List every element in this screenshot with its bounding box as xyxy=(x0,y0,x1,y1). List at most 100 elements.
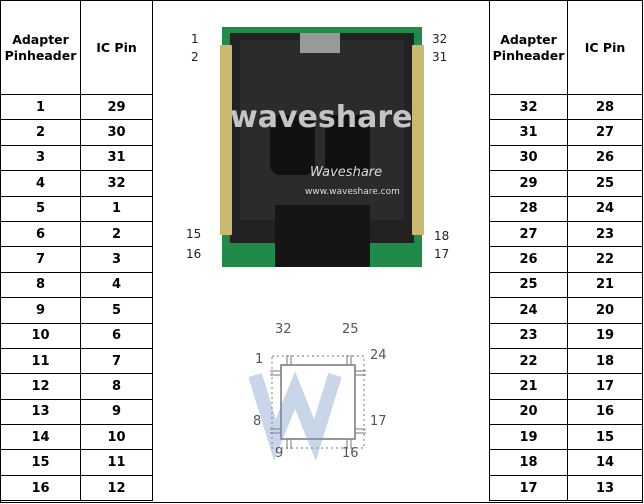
ic-pin-cell: 17 xyxy=(567,373,643,400)
adapter-pin-cell: 24 xyxy=(489,297,568,324)
adapter-pin-cell: 9 xyxy=(0,297,81,324)
adapter-pin-cell: 1 xyxy=(0,93,81,121)
ic-pin-cell: 15 xyxy=(567,424,643,451)
adapter-pin-cell: 2 xyxy=(0,119,81,146)
diagram-label-32: 32 xyxy=(275,322,292,337)
ic-pin-cell: 10 xyxy=(80,424,153,451)
ic-pin-cell: 30 xyxy=(80,119,153,146)
adapter-pin-cell: 22 xyxy=(489,347,568,375)
adapter-pin-cell: 31 xyxy=(489,119,568,146)
ic-pin-cell: 27 xyxy=(567,119,643,146)
pin-label-31: 31 xyxy=(432,50,448,64)
adapter-pin-cell: 14 xyxy=(0,424,81,451)
adapter-pin-cell: 8 xyxy=(0,271,81,299)
ic-pin-cell: 9 xyxy=(80,398,153,426)
ic-pin-cell: 23 xyxy=(567,220,643,248)
pin-label-15: 15 xyxy=(186,227,202,241)
adapter-pin-cell: 10 xyxy=(0,322,81,349)
adapter-pin-cell: 12 xyxy=(0,373,81,400)
adapter-pin-cell: 16 xyxy=(0,474,81,502)
ic-pin-cell: 31 xyxy=(80,144,153,172)
ic-pin-cell: 22 xyxy=(567,246,643,273)
ic-pin-cell: 28 xyxy=(567,93,643,121)
ic-pin-cell: 13 xyxy=(567,474,643,502)
pin-label-32: 32 xyxy=(432,32,448,46)
diagram-label-24: 24 xyxy=(370,348,387,363)
ic-pin-cell: 25 xyxy=(567,170,643,197)
adapter-pin-cell: 25 xyxy=(489,271,568,299)
adapter-pin-cell: 17 xyxy=(489,474,568,502)
ic-pinout-diagram: 32 25 1 24 8 17 9 16 xyxy=(160,300,485,500)
ic-pin-cell: 29 xyxy=(80,93,153,121)
adapter-pin-cell: 30 xyxy=(489,144,568,172)
adapter-pin-cell: 11 xyxy=(0,347,81,375)
header-adapter-pinheader: Adapter Pinheader xyxy=(0,0,81,95)
header-ic-pin: IC Pin xyxy=(567,0,643,95)
waveshare-watermark: waveshare xyxy=(230,100,413,135)
diagram-label-25: 25 xyxy=(342,322,359,337)
ic-pin-cell: 24 xyxy=(567,195,643,222)
photo-watermark-url: www.waveshare.com xyxy=(305,187,400,197)
adapter-pin-cell: 4 xyxy=(0,170,81,197)
header-ic-pin: IC Pin xyxy=(80,0,153,95)
ic-pin-cell: 20 xyxy=(567,297,643,324)
pin-label-1: 1 xyxy=(191,32,199,46)
ic-pin-cell: 7 xyxy=(80,347,153,375)
ic-pin-cell: 11 xyxy=(80,449,153,476)
ic-pin-cell: 2 xyxy=(80,220,153,248)
diagram-label-8: 8 xyxy=(253,414,262,429)
adapter-pin-cell: 13 xyxy=(0,398,81,426)
ic-pin-cell: 21 xyxy=(567,271,643,299)
adapter-pin-cell: 26 xyxy=(489,246,568,273)
adapter-pin-cell: 27 xyxy=(489,220,568,248)
ic-pin-cell: 32 xyxy=(80,170,153,197)
adapter-pin-cell: 23 xyxy=(489,322,568,349)
ic-pin-cell: 16 xyxy=(567,398,643,426)
header-adapter-pinheader: Adapter Pinheader xyxy=(489,0,568,95)
adapter-pin-cell: 6 xyxy=(0,220,81,248)
ic-pin-cell: 18 xyxy=(567,347,643,375)
adapter-pin-cell: 32 xyxy=(489,93,568,121)
diagram-label-9: 9 xyxy=(275,446,284,461)
diagram-label-1: 1 xyxy=(255,352,264,367)
ic-pin-cell: 19 xyxy=(567,322,643,349)
adapter-pin-cell: 7 xyxy=(0,246,81,273)
adapter-pin-cell: 15 xyxy=(0,449,81,476)
ic-pin-cell: 14 xyxy=(567,449,643,476)
pin-label-2: 2 xyxy=(191,50,199,64)
adapter-pin-cell: 5 xyxy=(0,195,81,222)
ic-pin-cell: 5 xyxy=(80,297,153,324)
ic-pin-cell: 1 xyxy=(80,195,153,222)
adapter-pin-cell: 18 xyxy=(489,449,568,476)
adapter-pin-cell: 3 xyxy=(0,144,81,172)
pin-label-18: 18 xyxy=(434,229,450,243)
pin-label-17: 17 xyxy=(434,247,450,261)
ic-pin-cell: 26 xyxy=(567,144,643,172)
